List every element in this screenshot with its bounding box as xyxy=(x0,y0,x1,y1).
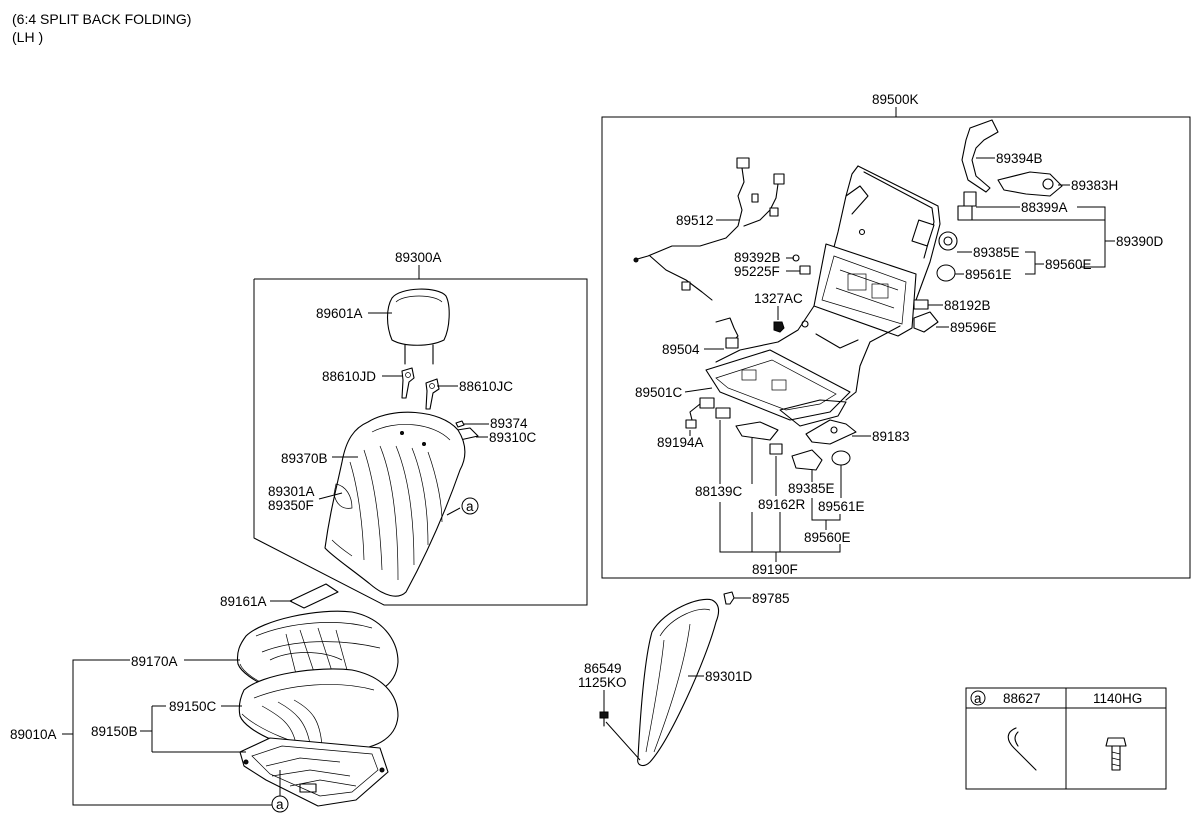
clip-88627-illustration xyxy=(1007,727,1037,771)
label-89170A[interactable]: 89170A xyxy=(131,654,178,669)
label-88192B[interactable]: 88192B xyxy=(944,298,991,313)
callout-a-backrest: a xyxy=(466,499,474,514)
clip-89785-illustration xyxy=(723,591,735,605)
label-89370B[interactable]: 89370B xyxy=(281,451,328,466)
headrest-illustration xyxy=(386,288,450,365)
label-89310C[interactable]: 89310C xyxy=(489,430,537,445)
bolt-1140hg-illustration xyxy=(1105,737,1127,771)
nut-1327ac-illustration xyxy=(773,321,785,333)
label-89301D[interactable]: 89301D xyxy=(705,669,753,684)
label-89374[interactable]: 89374 xyxy=(490,416,528,431)
label-89390D[interactable]: 89390D xyxy=(1116,234,1164,249)
label-89383H[interactable]: 89383H xyxy=(1071,178,1118,193)
label-89161A[interactable]: 89161A xyxy=(220,594,267,609)
label-89504[interactable]: 89504 xyxy=(662,342,700,357)
belt-guide-89394b-illustration xyxy=(961,119,999,193)
label-95225F[interactable]: 95225F xyxy=(734,264,780,279)
label-89394B[interactable]: 89394B xyxy=(996,151,1043,166)
cushion-pad-illustration xyxy=(238,668,399,753)
label-89150B[interactable]: 89150B xyxy=(91,724,138,739)
label-89561E-top[interactable]: 89561E xyxy=(965,267,1012,282)
recliner-cover-89183-illustration xyxy=(805,419,857,445)
label-89385E-top[interactable]: 89385E xyxy=(973,245,1020,260)
bracket-89194a-illustration xyxy=(685,397,715,429)
label-88139C[interactable]: 88139C xyxy=(695,484,743,499)
backrest-group: 89300A 89601A 88610JD 88610JC 89374 xyxy=(253,250,588,606)
label-86549[interactable]: 86549 xyxy=(584,661,622,676)
label-89300A[interactable]: 89300A xyxy=(395,250,442,265)
cushion-frame-illustration xyxy=(239,737,389,807)
label-89392B[interactable]: 89392B xyxy=(734,250,781,265)
seat-cushion-group: 89161A 89170A 89150C xyxy=(10,583,399,813)
spring-89162r-illustration xyxy=(769,443,783,455)
label-89501C[interactable]: 89501C xyxy=(635,385,683,400)
bolt-86549-illustration xyxy=(599,711,609,727)
label-89190F[interactable]: 89190F xyxy=(752,562,798,577)
link-88139c-illustration xyxy=(735,421,779,441)
side-bolster-illustration xyxy=(637,598,720,767)
headrest-guides-illustration xyxy=(401,367,440,410)
diagram-title-line1: (6:4 SPLIT BACK FOLDING) xyxy=(12,11,192,27)
label-89150C[interactable]: 89150C xyxy=(169,699,217,714)
frame-group-box xyxy=(601,116,1191,579)
wiring-89512-illustration xyxy=(633,157,785,301)
frame-group: 89500K xyxy=(601,92,1191,579)
callout-circle-cushion xyxy=(271,795,289,813)
label-89785[interactable]: 89785 xyxy=(752,591,790,606)
label-89385E-bottom[interactable]: 89385E xyxy=(788,481,835,496)
side-bolster-group: 89301D 89785 86549 1125KO xyxy=(578,591,790,767)
legend-1140HG[interactable]: 1140HG xyxy=(1093,691,1142,706)
label-89350F[interactable]: 89350F xyxy=(268,498,314,513)
label-89560E-bottom[interactable]: 89560E xyxy=(804,530,851,545)
lock-89383h-illustration xyxy=(997,171,1063,197)
seatback-frame-illustration xyxy=(705,165,941,427)
label-89560E-top[interactable]: 89560E xyxy=(1045,257,1092,272)
label-88610JC[interactable]: 88610JC xyxy=(459,379,513,394)
cover-89596e-illustration xyxy=(913,311,939,333)
label-1327AC[interactable]: 1327AC xyxy=(754,291,803,306)
label-89601A[interactable]: 89601A xyxy=(316,306,363,321)
block-88139c-illustration xyxy=(715,407,731,419)
cap-89561e-top-illustration xyxy=(936,264,956,282)
label-89010A[interactable]: 89010A xyxy=(10,727,57,742)
diagram-title-line2: (LH ) xyxy=(12,29,44,45)
recliner-89390d-illustration xyxy=(938,231,958,251)
knob-88399a-illustration xyxy=(963,191,977,207)
callout-circle-backrest xyxy=(461,497,479,515)
label-88610JD[interactable]: 88610JD xyxy=(322,369,376,384)
label-89561E-bottom[interactable]: 89561E xyxy=(818,499,865,514)
cap-89561e-bottom-illustration xyxy=(831,450,851,466)
harness-89504-illustration xyxy=(715,317,739,349)
spacer-89385e-bottom-illustration xyxy=(791,449,823,471)
label-88399A[interactable]: 88399A xyxy=(1021,200,1068,215)
label-89500K[interactable]: 89500K xyxy=(872,92,919,107)
label-89183[interactable]: 89183 xyxy=(872,429,910,444)
callout-a-cushion: a xyxy=(276,797,284,812)
pad-tab-illustration xyxy=(289,583,339,609)
backrest-group-box xyxy=(253,278,588,606)
bracket-88192b-illustration xyxy=(913,299,929,310)
legend-table: a 88627 1140HG xyxy=(965,687,1167,790)
label-89301A[interactable]: 89301A xyxy=(268,484,315,499)
label-89162R[interactable]: 89162R xyxy=(758,497,806,512)
legend-callout-a: a xyxy=(974,691,982,706)
seat-back-illustration xyxy=(324,411,466,597)
label-89596E[interactable]: 89596E xyxy=(950,320,997,335)
label-89512[interactable]: 89512 xyxy=(676,213,714,228)
legend-88627[interactable]: 88627 xyxy=(1003,691,1041,706)
clip-95225f-illustration xyxy=(799,265,811,275)
label-1125KO[interactable]: 1125KO xyxy=(578,675,627,690)
label-89194A[interactable]: 89194A xyxy=(657,435,704,450)
